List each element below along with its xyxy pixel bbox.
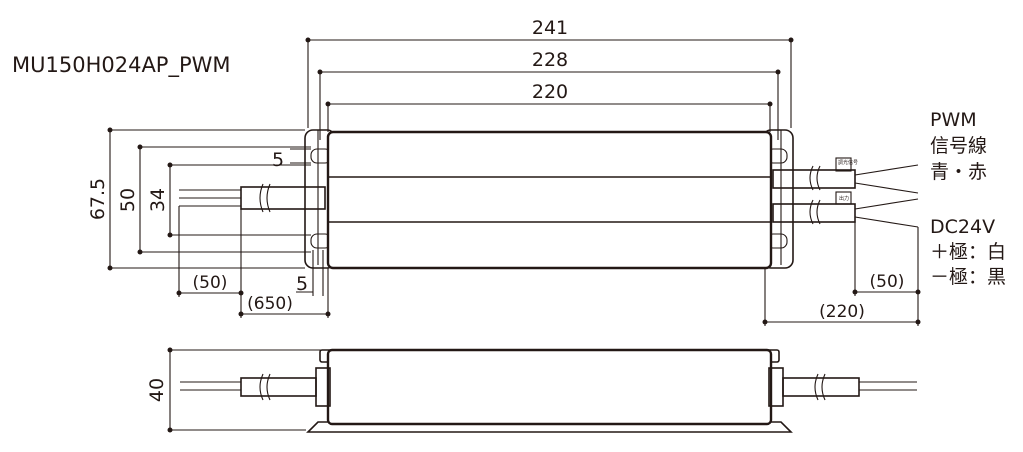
left-cable-sheath — [240, 186, 326, 210]
dc-label-3: －極：黒 — [930, 266, 1006, 288]
dim-right-strip-label: (50) — [870, 272, 905, 292]
right-cable-break-2 — [809, 199, 821, 225]
dim-40-label: 40 — [146, 378, 168, 402]
pwm-label-3: 青・赤 — [930, 161, 987, 183]
dimensions: 241 228 220 67.5 50 34 5 — [87, 17, 921, 326]
dim-241-label: 241 — [532, 17, 568, 39]
signal-wires — [854, 164, 919, 194]
dim-left-strip-label: (50) — [193, 273, 228, 293]
output-tag-label: 出力 — [839, 195, 849, 202]
dim-slot-depth-label: 5 — [296, 273, 308, 295]
output-tag — [835, 191, 852, 205]
wire-labels: PWM 信号線 青・赤 DC24V ＋極：白 －極：黒 — [930, 109, 1006, 288]
dim-left-cable-label: (650) — [247, 294, 293, 314]
power-wires — [854, 198, 919, 228]
side-base-flange — [306, 421, 793, 433]
side-body — [326, 348, 773, 426]
dim-34-label: 34 — [147, 188, 169, 212]
dim-50-label: 50 — [117, 188, 139, 212]
main-body — [326, 130, 773, 270]
dc-label-2: ＋極：白 — [930, 241, 1006, 263]
dim-67-5-label: 67.5 — [87, 178, 109, 220]
dc-label-1: DC24V — [930, 216, 995, 238]
dim-228-label: 228 — [532, 49, 568, 71]
left-cable-break — [259, 183, 271, 213]
side-right-cable — [782, 377, 860, 397]
dim-slot-width-label: 5 — [272, 149, 284, 171]
right-cable-break-1 — [809, 165, 821, 191]
signal-tag — [835, 157, 852, 172]
pwm-label-1: PWM — [930, 109, 977, 131]
right-cable-power — [772, 203, 856, 223]
dim-right-cable-label: (220) — [819, 302, 865, 322]
signal-tag-label: 調光信号 — [838, 159, 858, 166]
right-cable-signal — [772, 169, 856, 189]
side-view: 40 — [146, 347, 917, 433]
dim-220-label: 220 — [532, 81, 568, 103]
top-view: 調光信号 出力 — [179, 129, 919, 270]
pwm-label-2: 信号線 — [930, 135, 987, 157]
side-left-cable — [240, 377, 317, 397]
model-title: MU150H024AP_PWM — [12, 53, 231, 78]
